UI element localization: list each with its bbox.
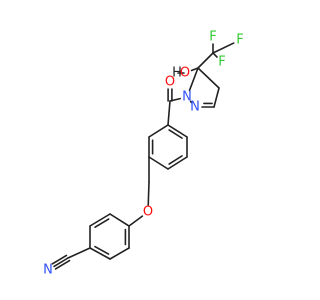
bond-Ph5-Ph6-inner: [94, 218, 110, 228]
bond-Ph3-Ph4-inner: [94, 245, 110, 255]
bond-CH2-O_ether: [147, 181, 150, 206]
atom-label-n-imine: N: [190, 100, 200, 115]
bond-O_ether-Ph1: [128, 215, 144, 227]
atom-label-h-hydroxyl: H: [172, 66, 182, 81]
bond-C4-C3: [213, 87, 220, 108]
atom-label-f3: F: [218, 55, 225, 70]
bond-Ph2-Ph3: [109, 247, 130, 260]
bond-CF3-C5: [197, 52, 214, 69]
bond-CF3-F2: [212, 42, 235, 54]
bond-Cnit-N_nitrile-mid: [53, 257, 69, 268]
bond-Ph3-Ph4: [89, 247, 111, 260]
bond-Ph5-Ph6: [89, 213, 111, 227]
bond-N_imine-N_amide: [189, 100, 193, 104]
atom-label-o-carbonyl: O: [165, 75, 175, 90]
bond-Ccarb-Ar1: [167, 100, 171, 126]
bond-Ar1-Ar2: [167, 124, 188, 138]
bond-Ar3-Ar4-inner: [168, 155, 183, 165]
bond-C5-C4: [197, 67, 220, 89]
bond-Cnit-N_nitrile-a: [51, 254, 68, 265]
atom-label-o-hydroxyl: O: [180, 66, 190, 81]
atom-label-f2: F: [236, 33, 243, 48]
bond-layer: [51, 42, 235, 270]
bond-Ar4-Ar5: [148, 156, 169, 170]
bond-Ar1-Ar2-inner: [168, 129, 183, 139]
bond-Ph4-Cnit: [67, 247, 91, 259]
bond-CF3-F3: [212, 52, 218, 58]
bond-Ph6-Ph1: [109, 213, 130, 227]
bond-Ar6-Ar1: [148, 124, 169, 138]
atom-label-f1: F: [209, 30, 216, 45]
bond-N_amide-C5: [188, 67, 199, 92]
atom-label-n-amide: N: [182, 90, 192, 105]
bond-Ar3-Ar4: [167, 156, 188, 170]
atom-label-o-ether: O: [143, 205, 153, 220]
atom-label-n-nitrile: N: [43, 263, 53, 278]
bond-Cnit-N_nitrile-b: [54, 259, 71, 270]
bond-C5-O_hydroxyl: [190, 67, 199, 72]
